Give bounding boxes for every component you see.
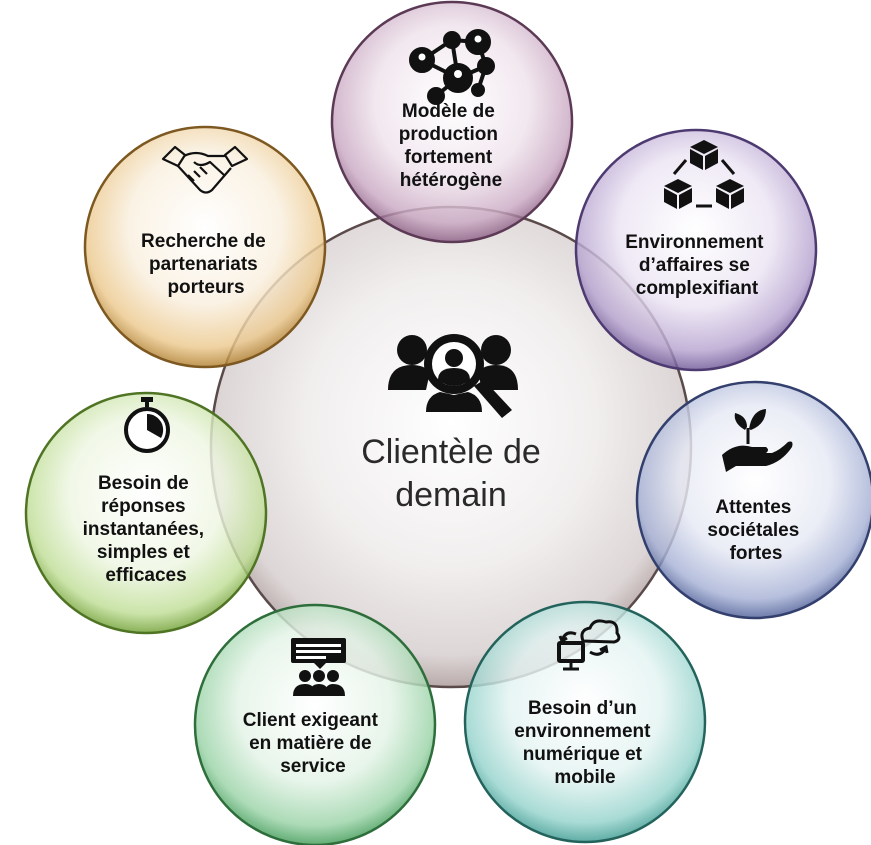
node-exigeant-label: Client exigeant en matière de service	[243, 710, 383, 777]
network-people-icon	[409, 29, 495, 105]
cloud-computer-icon	[557, 619, 621, 671]
node-attentes-label: Attentes sociétales fortes	[707, 497, 804, 564]
node-modele-line: hétérogène	[400, 170, 502, 191]
customer-search-icon	[388, 334, 518, 418]
node-attentes: Attentes sociétales fortes	[635, 380, 871, 620]
stopwatch-icon	[124, 397, 170, 453]
handshake-icon	[161, 145, 249, 194]
node-attentes-line: fortes	[730, 543, 783, 564]
node-reponses-line: simples et	[97, 542, 191, 563]
node-modele-line: production	[399, 124, 498, 145]
node-numerique: Besoin d’un environnement numérique et m…	[463, 600, 707, 844]
node-partenariats-line: partenariats	[149, 254, 258, 275]
node-reponses-line: Besoin de	[98, 473, 189, 494]
node-environnement-affaires: Environnement d’affaires se complexifian…	[574, 128, 818, 372]
node-modele: Modèle de production fortement hétérogèn…	[330, 0, 574, 244]
group-chat-icon	[291, 638, 346, 696]
node-environnement-affaires-label: Environnement d’affaires se complexifian…	[625, 232, 769, 299]
node-attentes-line: sociétales	[707, 520, 799, 541]
hand-plant-icon	[722, 409, 793, 472]
node-modele-line: Modèle de	[402, 101, 495, 122]
node-exigeant-line: service	[280, 756, 346, 777]
node-exigeant-line: en matière de	[249, 733, 372, 754]
node-reponses-label: Besoin de réponses instantanées, simples…	[83, 473, 210, 586]
node-environnement-affaires-line: complexifiant	[636, 278, 759, 299]
center-bubble: Clientèle de demain	[209, 205, 693, 689]
node-environnement-affaires-line: d’affaires se	[639, 255, 750, 276]
node-reponses-line: instantanées,	[83, 519, 204, 540]
node-numerique-line: environnement	[514, 721, 651, 742]
node-partenariats-line: Recherche de	[141, 231, 266, 252]
node-numerique-line: Besoin d’un	[528, 698, 637, 719]
node-exigeant-line: Client exigeant	[243, 710, 379, 731]
node-partenariats: Recherche de partenariats porteurs	[83, 125, 327, 369]
node-exigeant: Client exigeant en matière de service	[193, 603, 437, 845]
node-numerique-label: Besoin d’un environnement numérique et m…	[514, 698, 655, 788]
center-title-line2: demain	[395, 476, 507, 514]
node-reponses: Besoin de réponses instantanées, simples…	[24, 391, 268, 635]
node-numerique-line: mobile	[554, 767, 615, 788]
node-environnement-affaires-line: Environnement	[625, 232, 764, 253]
node-numerique-line: numérique et	[523, 744, 643, 765]
cubes-cycle-icon	[664, 140, 744, 209]
center-title-line1: Clientèle de	[361, 433, 541, 471]
node-reponses-line: efficaces	[105, 565, 186, 586]
node-reponses-line: réponses	[101, 496, 185, 517]
node-attentes-line: Attentes	[715, 497, 791, 518]
node-modele-label: Modèle de production fortement hétérogèn…	[399, 101, 503, 191]
node-partenariats-line: porteurs	[167, 277, 244, 298]
node-partenariats-label: Recherche de partenariats porteurs	[141, 231, 271, 298]
node-modele-line: fortement	[405, 147, 493, 168]
